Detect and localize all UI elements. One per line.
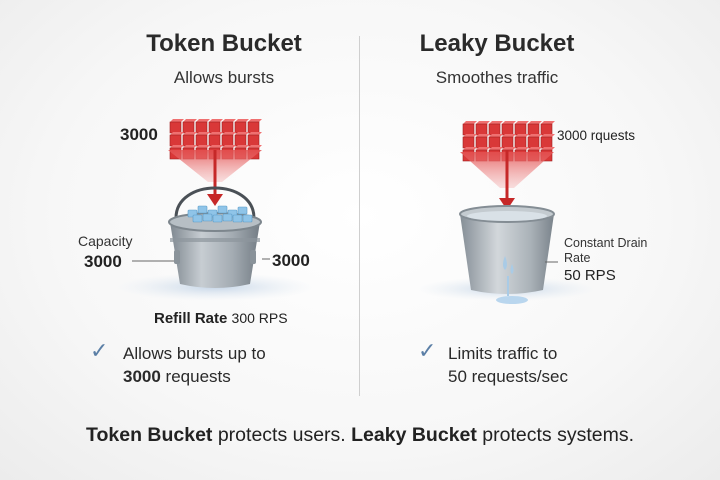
- capacity-value: 3000: [84, 252, 122, 271]
- drain-label-line1: Constant Drain: [564, 236, 648, 250]
- leaky-bullet-line2: 50 requests/sec: [448, 367, 569, 386]
- check-icon: ✓: [418, 338, 437, 363]
- check-icon: ✓: [90, 338, 109, 363]
- drain-value: 50 RPS: [564, 267, 616, 284]
- footer-summary: Token Bucket protects users. Leaky Bucke…: [0, 424, 720, 447]
- token-cubes-icon: [187, 205, 253, 223]
- token-bucket-subtitle: Allows bursts: [173, 68, 275, 87]
- center-divider: [359, 36, 360, 396]
- token-bullet-line1: Allows bursts up to: [123, 344, 266, 363]
- leaky-bucket-subtitle: Smoothes traffic: [435, 68, 559, 87]
- token-bullet: Allows bursts up to 3000 requests: [123, 342, 266, 388]
- token-bucket-title: Token Bucket: [146, 30, 302, 57]
- footer-token-rest: protects users.: [212, 424, 352, 446]
- footer-leaky-bold: Leaky Bucket: [351, 424, 477, 446]
- token-bullet-line2: 3000 requests: [123, 365, 266, 388]
- drain-label-line2: Rate: [564, 251, 591, 265]
- water-drip-icon: [496, 256, 528, 304]
- leaky-bucket-icon: [460, 214, 554, 294]
- capacity-label: Capacity: [78, 233, 133, 249]
- token-side-value: 3000: [272, 251, 310, 270]
- refill-rate-value: 300 RPS: [231, 310, 288, 326]
- refill-rate: Refill Rate 300 RPS: [154, 310, 288, 327]
- leaky-bullet-line1: Limits traffic to: [448, 344, 558, 363]
- leaky-bullet: Limits traffic to 50 requests/sec: [448, 342, 568, 388]
- footer-leaky-rest: protects systems.: [476, 424, 634, 446]
- footer-token-bold: Token Bucket: [86, 424, 213, 446]
- bucket-handle-icon: [174, 186, 256, 219]
- token-incoming-count: 3000: [120, 125, 158, 144]
- token-bullet-rest: requests: [160, 367, 231, 386]
- leaky-incoming-label: 3000 rquests: [557, 128, 636, 143]
- drain-label: Constant Drain Rate: [564, 236, 647, 266]
- token-bullet-bold: 3000: [123, 367, 161, 386]
- refill-rate-label: Refill Rate: [154, 310, 228, 327]
- leaky-bucket-title: Leaky Bucket: [419, 30, 575, 57]
